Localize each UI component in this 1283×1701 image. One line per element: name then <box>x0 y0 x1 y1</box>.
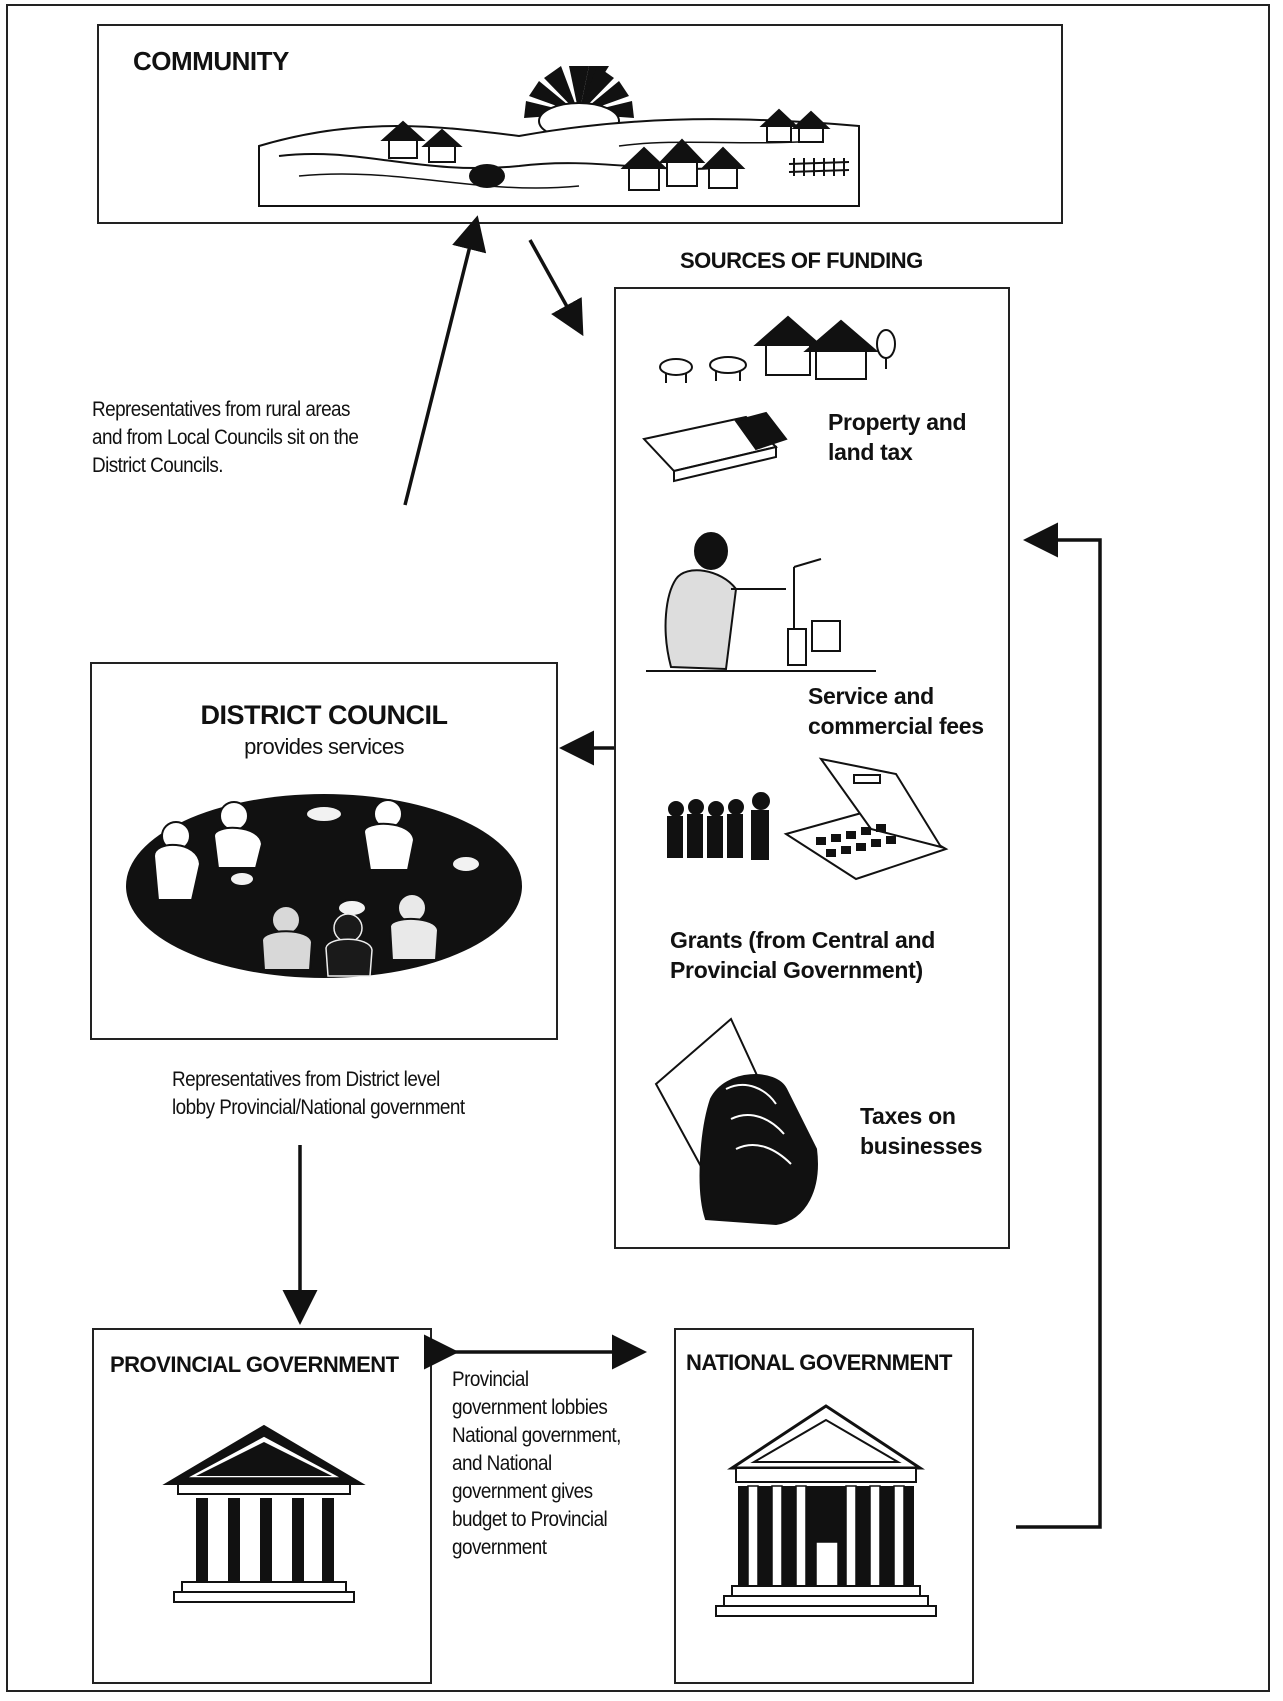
village-landscape-illustration <box>258 66 860 207</box>
grants-people-cashbox-illustration <box>667 757 949 881</box>
council-meeting-table-illustration <box>126 794 522 978</box>
note-district-representatives: Representatives from District level lobb… <box>172 1068 465 1119</box>
farm-livestock-illustration <box>659 315 896 383</box>
note-rural-representatives: Representatives from rural areas and fro… <box>92 398 359 477</box>
funding-label-grants: Grants (from Central and Provincial Gove… <box>670 927 936 983</box>
district-council-subtitle: provides services <box>244 734 404 759</box>
funding-heading: SOURCES OF FUNDING <box>680 248 923 273</box>
hand-holding-money-illustration <box>654 1017 818 1226</box>
community-title: COMMUNITY <box>133 46 289 76</box>
funding-label-property: Property and land tax <box>828 409 967 465</box>
water-pump-woman-illustration <box>646 532 876 672</box>
money-bundle-icon <box>642 411 788 483</box>
funding-label-service: Service and commercial fees <box>808 683 984 739</box>
national-government-box: NATIONAL GOVERNMENT <box>674 1328 974 1684</box>
provincial-government-box: PROVINCIAL GOVERNMENT <box>92 1328 432 1684</box>
note-provincial-lobbies: Provincial government lobbies National g… <box>452 1368 621 1559</box>
community-box: COMMUNITY <box>97 24 1063 224</box>
funding-box: Property and land tax Service and commer… <box>614 287 1010 1249</box>
national-government-title: NATIONAL GOVERNMENT <box>686 1350 952 1375</box>
provincial-government-title: PROVINCIAL GOVERNMENT <box>110 1352 399 1377</box>
diagram-frame <box>6 4 1270 1692</box>
district-council-title: DISTRICT COUNCIL <box>200 700 448 730</box>
district-council-box: DISTRICT COUNCIL provides services <box>90 662 558 1040</box>
funding-label-business: Taxes on businesses <box>860 1103 983 1159</box>
provincial-building-icon <box>162 1424 366 1603</box>
national-building-icon <box>715 1404 937 1617</box>
